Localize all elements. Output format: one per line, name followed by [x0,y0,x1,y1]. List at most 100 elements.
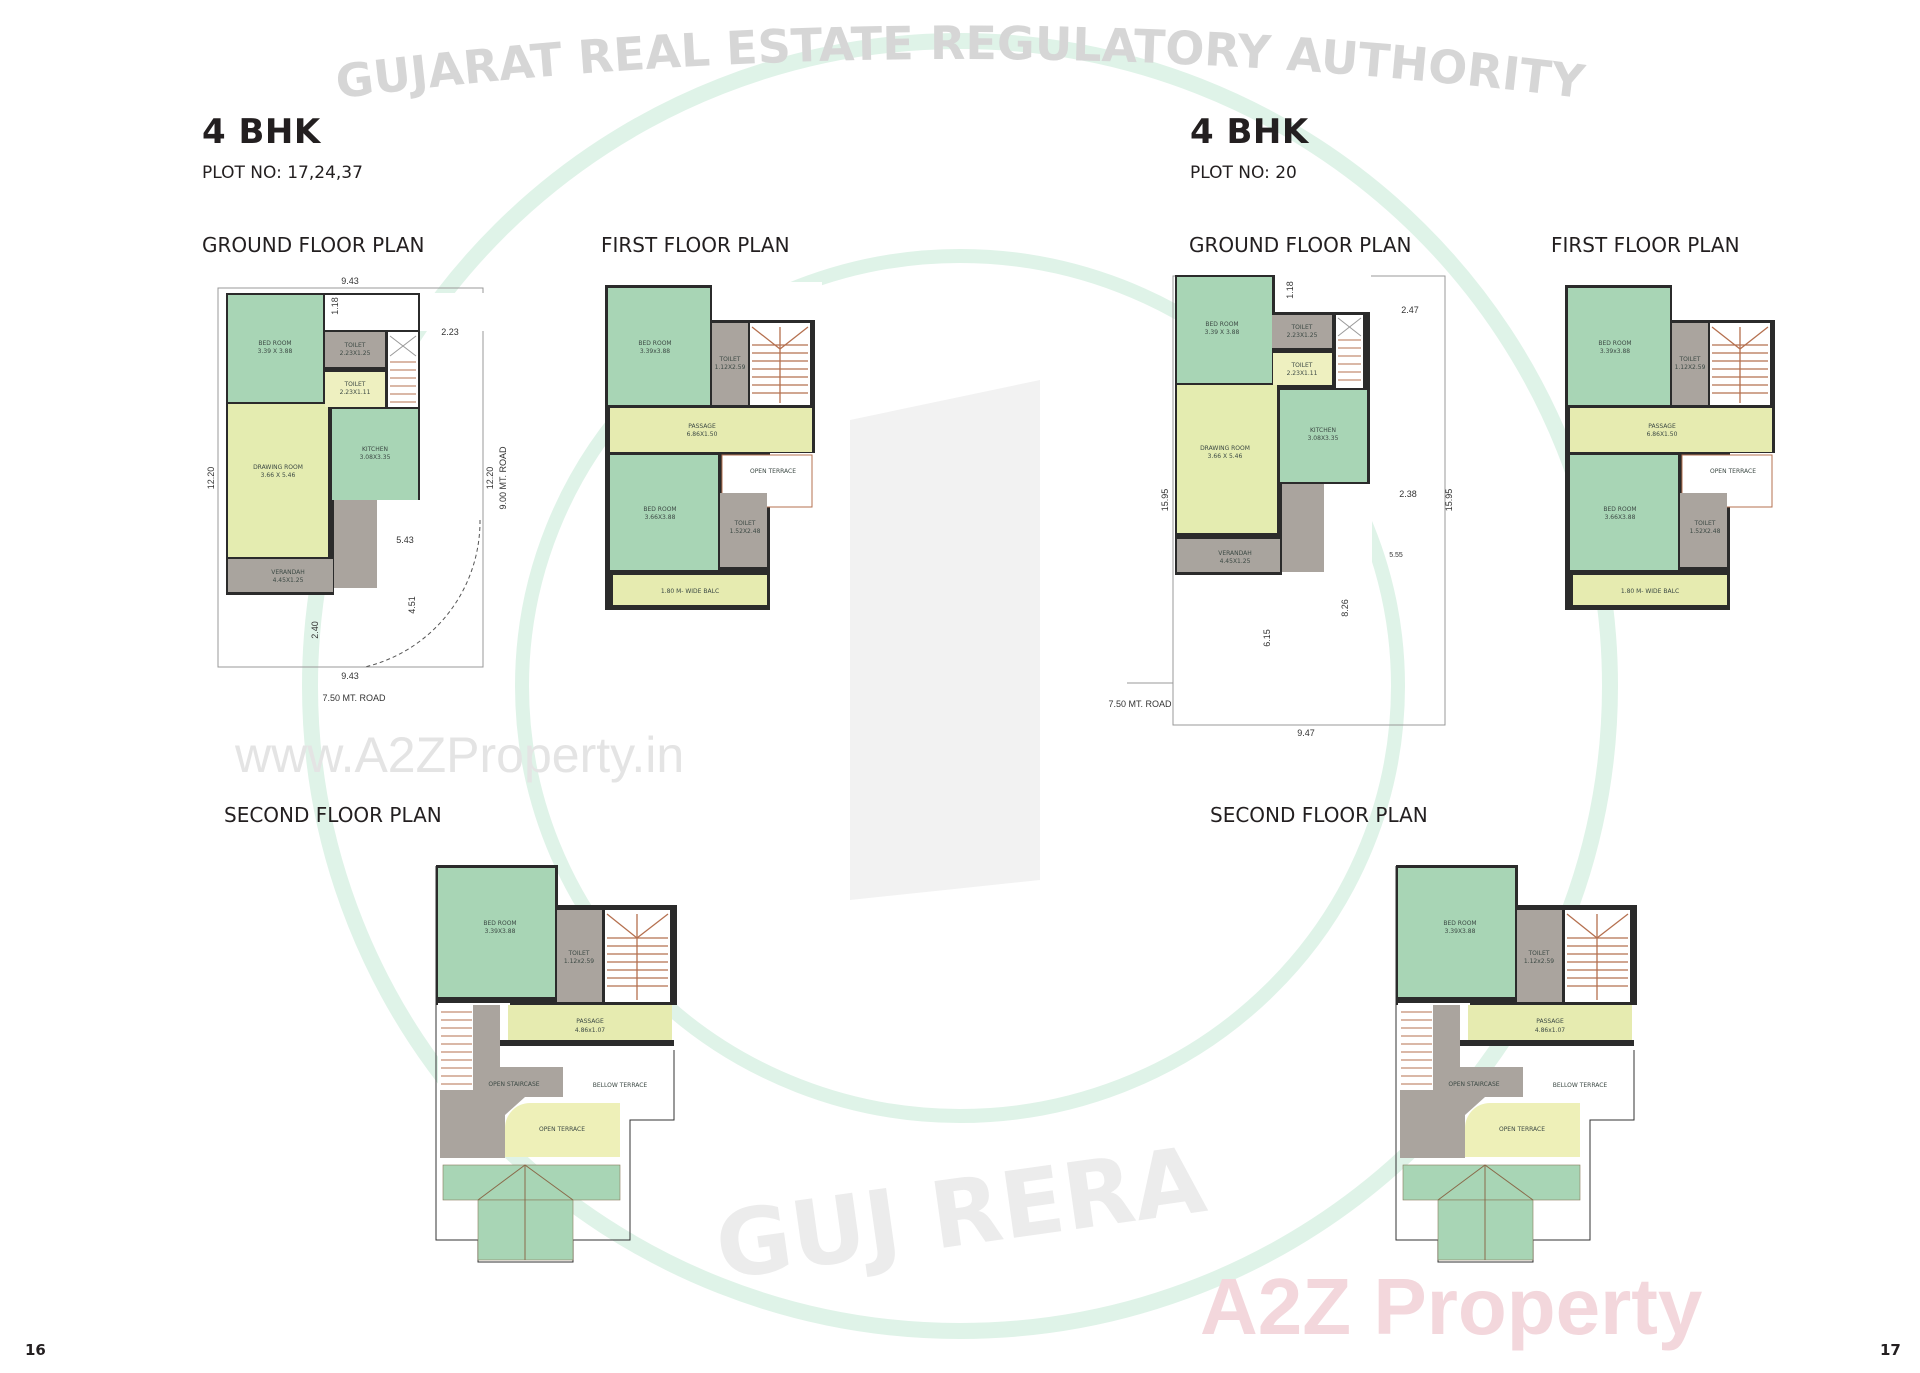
plan-label: BED ROOM [1443,920,1476,927]
plan-label: KITCHEN [362,446,388,453]
toilet-1 [325,332,385,367]
plan-label: OPEN STAIRCASE [488,1081,539,1088]
roof-sloped [442,1164,621,1201]
bed-room [438,868,555,997]
drawing-room [1177,385,1277,533]
toilet-1 [1272,315,1332,348]
plan-label: 1.18 [1285,281,1295,299]
plan-label: TOILET [719,356,741,363]
right-ground-floor-title: GROUND FLOOR PLAN [1189,233,1412,257]
plan-label: KITCHEN [1310,427,1336,434]
plan-label: PASSAGE [1648,423,1676,430]
drawing-room [228,404,328,557]
plan-label: BED ROOM [643,506,676,513]
plan-label: BED ROOM [258,340,291,347]
plan-label: 12.20 [485,467,495,490]
plan-label: DRAWING ROOM [1200,445,1250,452]
plan-label: 3.08X3.35 [1308,435,1339,442]
plan-label: OPEN TERRACE [1710,468,1756,475]
balcony [613,575,767,605]
plan-label: 9.47 [1297,728,1315,738]
left-title: 4 BHK [202,112,321,152]
plan-label: 3.08X3.35 [360,454,391,461]
plan-label: BED ROOM [638,340,671,347]
plan-label: 4.86x1.07 [575,1027,605,1034]
left-plot-no: PLOT NO: 17,24,37 [202,163,363,183]
plan-label: 4.45X1.25 [1220,558,1251,565]
plan-label: VERANDAH [271,569,305,576]
plan-label: TOILET [1679,356,1701,363]
plan-label: 2.23X1.11 [340,389,371,396]
plan-label: BED ROOM [483,920,516,927]
plan-label: OPEN STAIRCASE [1448,1081,1499,1088]
right-title: 4 BHK [1190,112,1309,152]
plot-boundary [217,287,484,668]
plan-label: 3.39x3.88 [640,348,670,355]
plan-label: 3.66X3.88 [1605,514,1636,521]
plan-label: BED ROOM [1598,340,1631,347]
plan-label: 9.43 [341,276,359,286]
plan-label: 1.18 [330,297,340,315]
toilet-2 [325,372,385,407]
plan-label: 7.50 MT. ROAD [322,693,386,703]
kitchen [332,409,418,500]
plan-label: 3.39 X 3.88 [1205,329,1240,336]
plan-label: 3.39 X 3.88 [258,348,293,355]
bed-room [228,295,323,402]
plan-label: 8.26 [1340,599,1350,617]
passage [610,408,812,452]
plan-label: BELLOW TERRACE [593,1082,648,1089]
plan-label: 6.86X1.50 [687,431,718,438]
plan-label: 2.23X1.25 [340,350,371,357]
plan-label: 4.86x1.07 [1535,1027,1565,1034]
plan-label: OPEN TERRACE [539,1126,585,1133]
plan-label: 1.12X2.59 [1675,364,1706,371]
plan-label: TOILET [344,381,366,388]
toilet-2 [720,493,767,567]
plan-label: 4.45X1.25 [273,577,304,584]
brand-watermark: A2Z Property [1200,1262,1703,1351]
right-first-floor-title: FIRST FLOOR PLAN [1551,233,1740,257]
plan-label: 15.95 [1444,489,1454,512]
plan-label: 2.23X1.11 [1287,370,1318,377]
plan-label: PASSAGE [1536,1018,1564,1025]
plan-label: TOILET [568,950,590,957]
plan-label: 6.86X1.50 [1647,431,1678,438]
plan-label: 3.66X3.88 [645,514,676,521]
plan-label: VERANDAH [1218,550,1252,557]
plan-label: 1.80 M- WIDE BALC [661,588,719,595]
plan-label: 3.66 X 5.46 [261,472,296,479]
plan-label: BED ROOM [1205,321,1238,328]
plan-label: 9.43 [341,671,359,681]
left-second-floor-title: SECOND FLOOR PLAN [224,803,442,827]
plan-label: TOILET [344,342,366,349]
bed-room-2 [610,455,718,570]
seal-inner-ring [515,249,1405,1123]
plan-label: 1.12x2.59 [564,958,594,965]
plan-label: 12.20 [206,467,216,490]
plan-label: 7.50 MT. ROAD [1108,699,1172,709]
plan-label: TOILET [1291,362,1313,369]
passage [508,1005,672,1040]
plan-label: 2.40 [310,621,320,639]
site-url-watermark: www.A2ZProperty.in [234,727,684,783]
plan-label: 2.38 [1399,489,1417,499]
plan-label: TOILET [1291,324,1313,331]
left-ground-floor-title: GROUND FLOOR PLAN [202,233,425,257]
kitchen [1280,390,1367,482]
plan-label: 3.39X3.88 [485,928,516,935]
plan-label: 15.95 [1160,489,1170,512]
bed-room [1177,277,1272,383]
plan-label: OPEN TERRACE [1499,1126,1545,1133]
plan-label: 5.43 [396,535,414,545]
plan-label: TOILET [1528,950,1550,957]
left-first-floor-title: FIRST FLOOR PLAN [601,233,790,257]
plan-label: BELLOW TERRACE [1553,1082,1608,1089]
plan-label: BED ROOM [1603,506,1636,513]
building-watermark-icon [850,380,1040,900]
